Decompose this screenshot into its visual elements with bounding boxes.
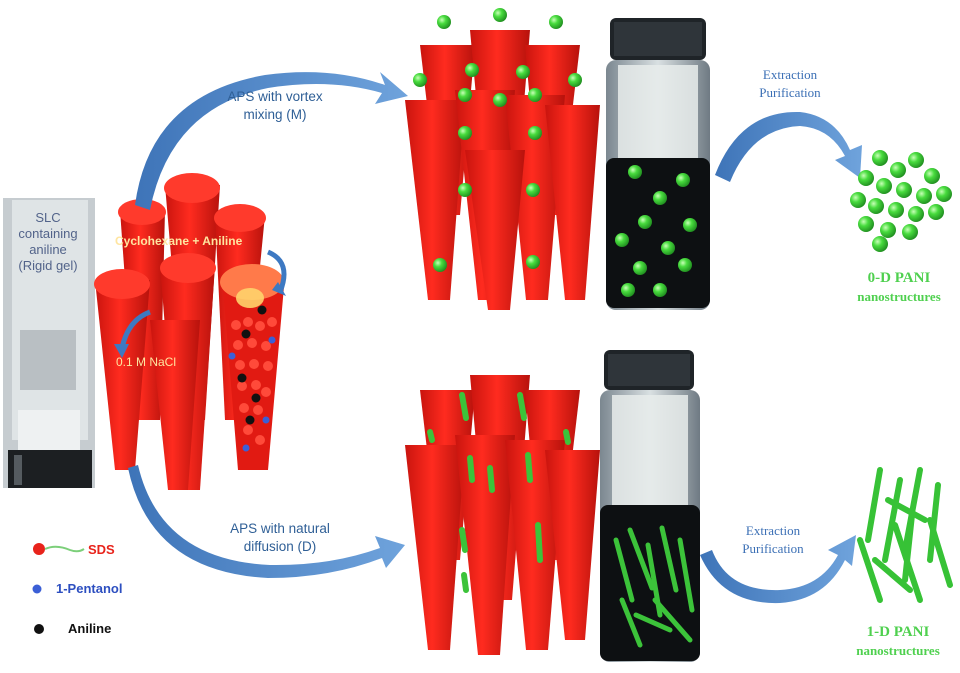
- bottom-extraction-label: Extraction Purification: [742, 523, 804, 556]
- bottom-product-vial: [600, 350, 700, 662]
- slc-gel-tube: [3, 198, 95, 488]
- micelle-cluster: [94, 173, 287, 490]
- top-process-arrow: [135, 72, 408, 210]
- bottom-green-rods: [427, 392, 571, 593]
- top-green-spheres: [413, 8, 582, 272]
- one-d-product-label: 1-D PANI nanostructures: [856, 624, 940, 658]
- one-d-product-rods: [857, 467, 953, 603]
- top-extraction-label: Extraction Purification: [759, 67, 821, 100]
- top-product-vial: [606, 18, 710, 310]
- bottom-extraction-arrow: [700, 535, 856, 604]
- legend-pentanol-label: 1-Pentanol: [56, 581, 123, 596]
- legend-aniline-label: Aniline: [68, 621, 112, 636]
- legend-sds-label: SDS: [88, 542, 115, 557]
- slc-label: SLC containing aniline (Rigid gel): [18, 210, 78, 273]
- zero-d-product-cluster: [850, 150, 952, 252]
- vortex-mixing-label: APS with vortex mixing (M): [227, 89, 323, 122]
- bottom-process-arrow: [128, 465, 405, 578]
- bottom-micelle-bundle: [405, 375, 600, 655]
- top-extraction-arrow: [715, 111, 862, 182]
- top-micelle-bundle: [405, 8, 600, 310]
- legend-marks: [32, 543, 85, 634]
- nacl-label: 0.1 M NaCl: [116, 355, 177, 369]
- zero-d-product-label: 0-D PANI nanostructures: [857, 270, 941, 304]
- cyclohexane-aniline-label: Cyclohexane + Aniline: [115, 234, 243, 248]
- natural-diffusion-label: APS with natural diffusion (D): [230, 521, 330, 554]
